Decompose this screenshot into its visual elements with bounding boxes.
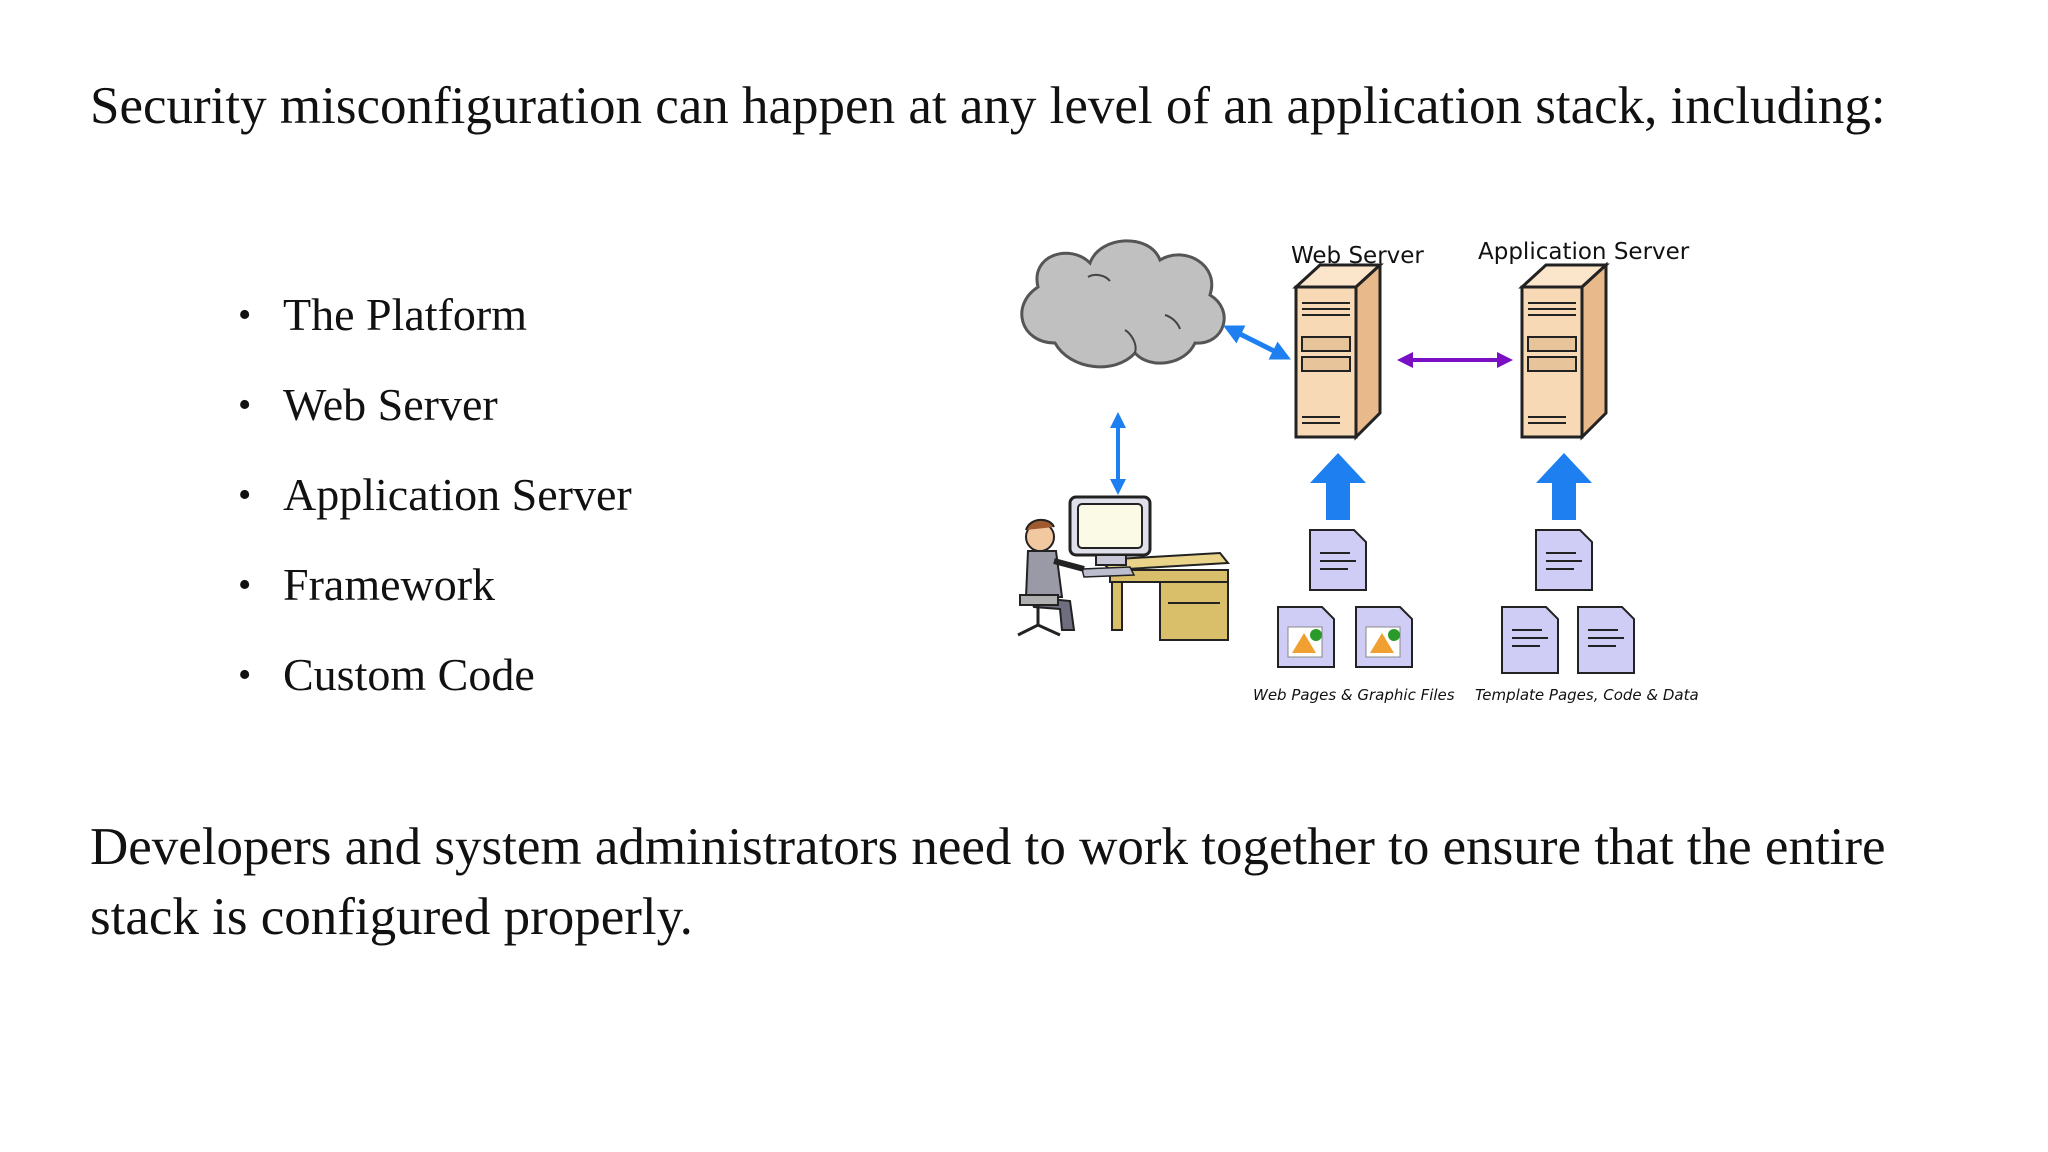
application-server-label: Application Server xyxy=(1478,239,1690,265)
bullet-marker: • xyxy=(238,384,252,426)
bullet-item: • Web Server xyxy=(238,360,632,450)
bullet-item: • The Platform xyxy=(238,270,632,360)
application-server-icon xyxy=(1518,261,1610,441)
slide-heading: Security misconfiguration can happen at … xyxy=(90,77,1886,135)
bullet-item: • Framework xyxy=(238,540,632,630)
app-upload-arrow xyxy=(1536,453,1592,520)
cloud-icon xyxy=(1020,239,1226,369)
bullet-text: The Platform xyxy=(283,289,527,340)
bullet-marker: • xyxy=(238,564,252,606)
user-workstation-icon xyxy=(1017,495,1230,641)
bullet-text: Custom Code xyxy=(283,649,535,700)
bullet-list: • The Platform • Web Server • Application S… xyxy=(238,270,632,720)
web-files-caption: Web Pages & Graphic Files xyxy=(1253,686,1455,704)
bullet-marker: • xyxy=(238,474,252,516)
data-document-icon xyxy=(1577,606,1635,674)
bullet-text: Framework xyxy=(283,559,496,610)
bullet-text: Web Server xyxy=(283,379,498,430)
code-document-icon xyxy=(1501,606,1559,674)
bullet-item: • Custom Code xyxy=(238,630,632,720)
web-server-icon xyxy=(1292,261,1384,441)
architecture-diagram: Web Server Application Server Web Pages … xyxy=(1000,225,1720,725)
graphic-file-icon xyxy=(1277,606,1335,668)
web-page-document-icon xyxy=(1309,529,1367,591)
bullet-marker: • xyxy=(238,654,252,696)
bullet-marker: • xyxy=(238,294,252,336)
app-files-caption: Template Pages, Code & Data xyxy=(1475,686,1699,704)
web-upload-arrow xyxy=(1310,453,1366,520)
bullet-text: Application Server xyxy=(283,469,632,520)
web-server-label: Web Server xyxy=(1291,243,1424,269)
cloud-webserver-arrow xyxy=(1223,325,1291,360)
diagram-drawing xyxy=(1017,239,1635,674)
graphic-file-icon xyxy=(1355,606,1413,668)
slide-footer-text: Developers and system administrators nee… xyxy=(90,818,1886,946)
bullet-item: • Application Server xyxy=(238,450,632,540)
template-document-icon xyxy=(1535,529,1593,591)
